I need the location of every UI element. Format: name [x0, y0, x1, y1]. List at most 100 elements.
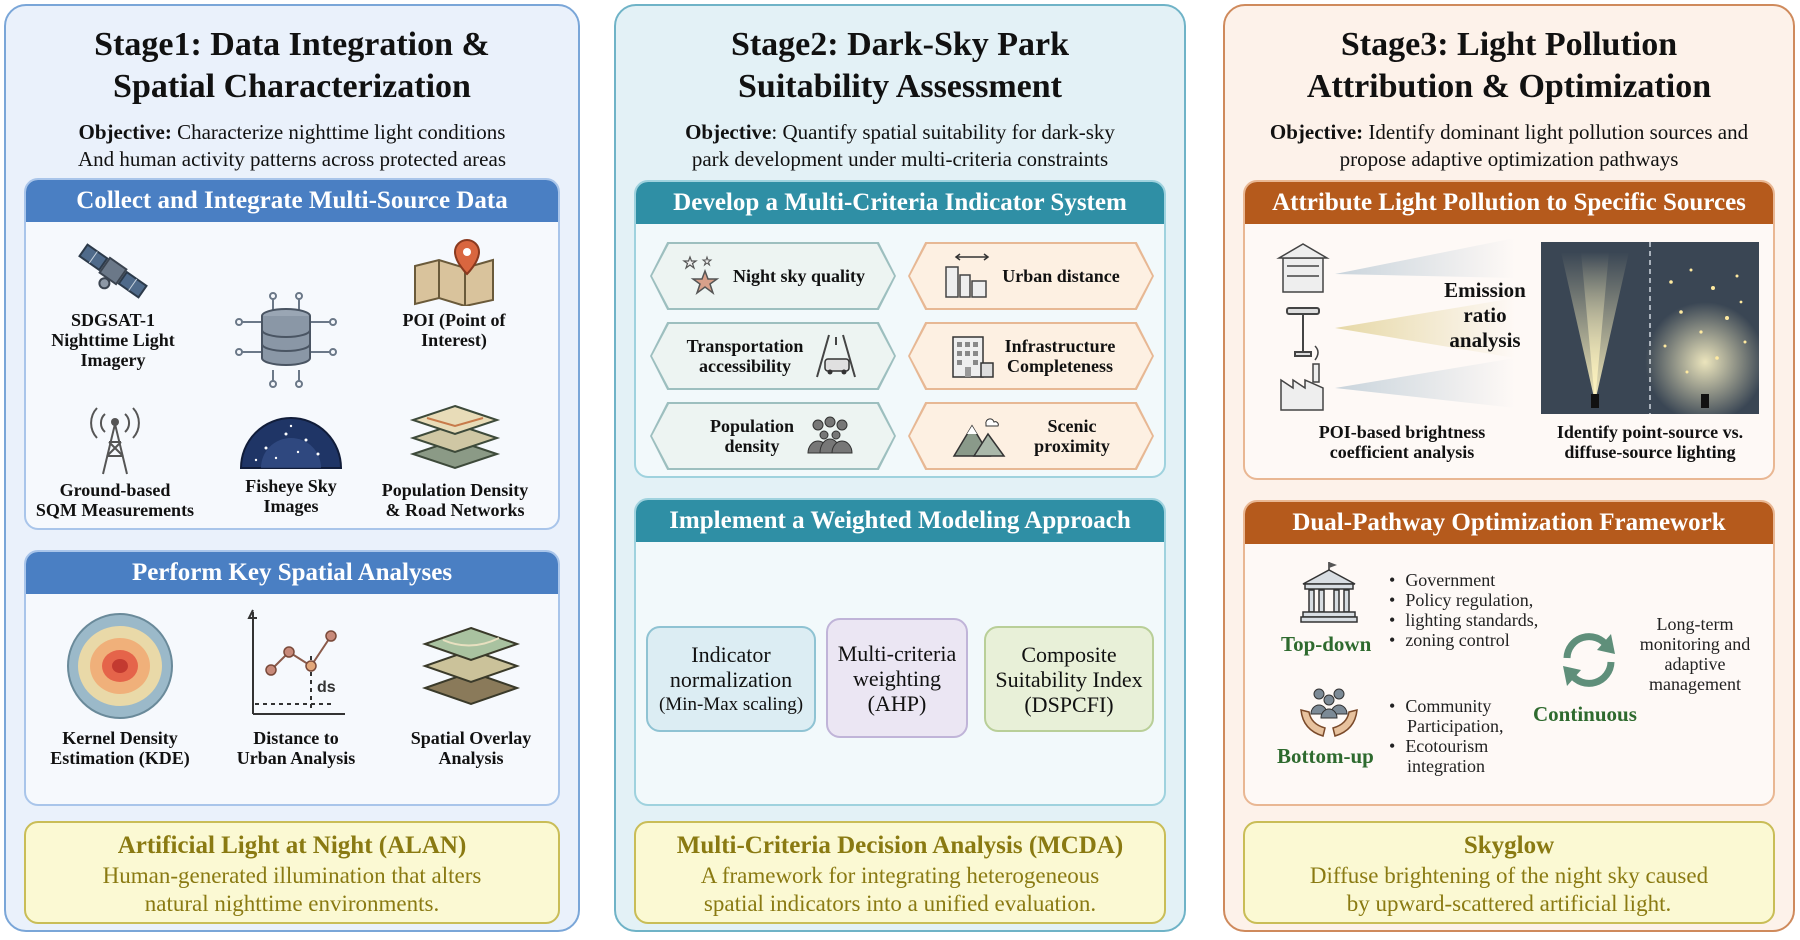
top-down-list: Government Policy regulation, lighting s…	[1389, 570, 1538, 650]
definition-text: Human-generated illumination that alters	[102, 863, 482, 888]
item-label: Distance to	[253, 728, 339, 748]
stage2-card: Stage2: Dark-Sky Park Suitability Assess…	[614, 4, 1186, 932]
bottom-up-list: Community Participation, Ecotourism inte…	[1389, 696, 1519, 776]
stage3-card: Stage3: Light Pollution Attribution & Op…	[1223, 4, 1795, 932]
fisheye-item: Fisheye Sky Images	[226, 412, 356, 516]
indicator-label: proximity	[1034, 436, 1110, 456]
stage2-title-line1: Stage2: Dark-Sky Park	[730, 26, 1070, 63]
panel-title: Implement a Weighted Modeling Approach	[636, 500, 1164, 542]
attribution-panel: Attribute Light Pollution to Specific So…	[1243, 180, 1775, 480]
item-label: & Road Networks	[385, 500, 525, 520]
emission-ratio-label: Emission ratio analysis	[1415, 278, 1555, 353]
skyglow-definition-box: Skyglow Diffuse brightening of the night…	[1243, 821, 1775, 924]
top-down-item: zoning control	[1405, 630, 1538, 650]
composite-index-step: Composite Suitability Index (DSPCFI)	[984, 626, 1154, 732]
note-line: Long-term	[1656, 614, 1734, 634]
item-label: SQM Measurements	[35, 500, 195, 520]
indicator-label: Completeness	[1007, 356, 1113, 376]
kde-heatmap-icon	[67, 613, 173, 719]
step-label: (Min-Max scaling)	[658, 693, 804, 715]
caption-line: POI-based brightness	[1318, 422, 1486, 442]
road-car-icon	[816, 334, 857, 378]
note-line: adaptive	[1664, 654, 1726, 674]
indicator-label: density	[724, 436, 780, 456]
item-label: Population Density	[381, 480, 529, 500]
note-line: management	[1649, 674, 1741, 694]
government-building-icon	[1300, 562, 1358, 623]
map-layers-icon	[409, 404, 501, 470]
sdgsat-item: SDGSAT-1 Nighttime Light Imagery	[38, 236, 188, 370]
definition-text: spatial indicators into a unified evalua…	[703, 891, 1097, 916]
caption-line: diffuse-source lighting	[1564, 442, 1736, 462]
stage3-objective: Objective: Identify dominant light pollu…	[1235, 119, 1783, 173]
definition-text: natural nighttime environments.	[144, 891, 440, 916]
database-icon	[235, 292, 337, 388]
distance-item: ds Distance to Urban Analysis	[216, 608, 376, 768]
poi-item: POI (Point of Interest)	[374, 236, 534, 350]
indicator-label: Night sky quality	[732, 266, 866, 286]
indicator-label: Urban distance	[1002, 266, 1120, 286]
stage1-card: Stage1: Data Integration & Spatial Chara…	[4, 4, 580, 932]
stage3-title-line1: Stage3: Light Pollution	[1340, 26, 1678, 63]
step-label: weighting	[852, 665, 941, 691]
poi-brightness-caption: POI-based brightness coefficient analysi…	[1277, 422, 1527, 462]
building-icon	[951, 336, 994, 378]
step-label: (AHP)	[867, 690, 927, 716]
stage2-objective: Objective: Quantify spatial suitability …	[626, 119, 1174, 173]
item-label: Imagery	[80, 350, 146, 370]
note-line: monitoring and	[1639, 634, 1751, 654]
objective-text-line2: propose adaptive optimization pathways	[1339, 147, 1679, 171]
stage3-title-line2: Attribution & Optimization	[1306, 68, 1712, 105]
distance-chart-icon: ds	[247, 609, 345, 715]
bottom-up-item: Ecotourism integration	[1405, 736, 1519, 776]
item-label: Images	[263, 496, 319, 516]
objective-text: Identify dominant light pollution source…	[1363, 120, 1749, 144]
stage1-title-line1: Stage1: Data Integration &	[94, 26, 490, 63]
top-down-label: Top-down	[1281, 632, 1372, 656]
overlay-layers-icon	[421, 626, 521, 706]
step-label: Multi-criteria	[837, 640, 957, 666]
panel-title: Dual-Pathway Optimization Framework	[1245, 502, 1773, 544]
emission-line: Emission	[1444, 278, 1526, 302]
long-term-note: Long-term monitoring and adaptive manage…	[1625, 614, 1765, 694]
objective-text-line2: And human activity patterns across prote…	[77, 147, 506, 171]
objective-text-line2: park development under multi-criteria co…	[691, 147, 1109, 171]
emission-line: analysis	[1449, 328, 1521, 352]
stage1-title: Stage1: Data Integration & Spatial Chara…	[6, 24, 578, 108]
objective-text: Characterize nighttime light conditions	[171, 120, 506, 144]
item-label: Estimation (KDE)	[50, 748, 190, 768]
definition-title: Multi-Criteria Decision Analysis (MCDA)	[676, 832, 1124, 859]
bottom-up-label: Bottom-up	[1277, 744, 1374, 768]
objective-label: Objective:	[78, 120, 172, 144]
indicator-urban-distance: Urban distance	[908, 242, 1154, 310]
stage1-title-line2: Spatial Characterization	[113, 68, 471, 105]
caption-line: coefficient analysis	[1329, 442, 1475, 462]
population-item: Population Density & Road Networks	[360, 396, 550, 520]
alan-definition-box: Artificial Light at Night (ALAN) Human-g…	[24, 821, 560, 924]
antenna-tower-icon	[90, 407, 140, 475]
map-pin-icon	[414, 238, 494, 306]
indicator-label: Scenic	[1047, 416, 1097, 436]
dual-pathway-panel: Dual-Pathway Optimization Framework Top-…	[1243, 500, 1775, 806]
normalization-step: Indicator normalization (Min-Max scaling…	[646, 626, 816, 732]
definition-text: A framework for integrating heterogeneou…	[700, 863, 1100, 888]
indicator-night-sky: Night sky quality	[650, 242, 896, 310]
step-label: Indicator	[691, 641, 771, 667]
indicator-system-panel: Develop a Multi-Criteria Indicator Syste…	[634, 180, 1166, 478]
top-down-item: lighting standards,	[1405, 610, 1538, 630]
continuous-label: Continuous	[1533, 702, 1637, 726]
database-item	[226, 292, 346, 392]
collect-data-panel: Collect and Integrate Multi-Source Data …	[24, 178, 560, 530]
sqm-item: Ground-based SQM Measurements	[30, 396, 200, 520]
item-label: SDGSAT-1	[70, 310, 156, 330]
ds-label: ds	[317, 679, 336, 696]
item-label: Urban Analysis	[236, 748, 356, 768]
mcda-definition-box: Multi-Criteria Decision Analysis (MCDA) …	[634, 821, 1166, 924]
indicator-label: Population	[709, 416, 795, 436]
objective-label: Objective:	[1269, 120, 1364, 144]
stage2-title: Stage2: Dark-Sky Park Suitability Assess…	[616, 24, 1184, 108]
